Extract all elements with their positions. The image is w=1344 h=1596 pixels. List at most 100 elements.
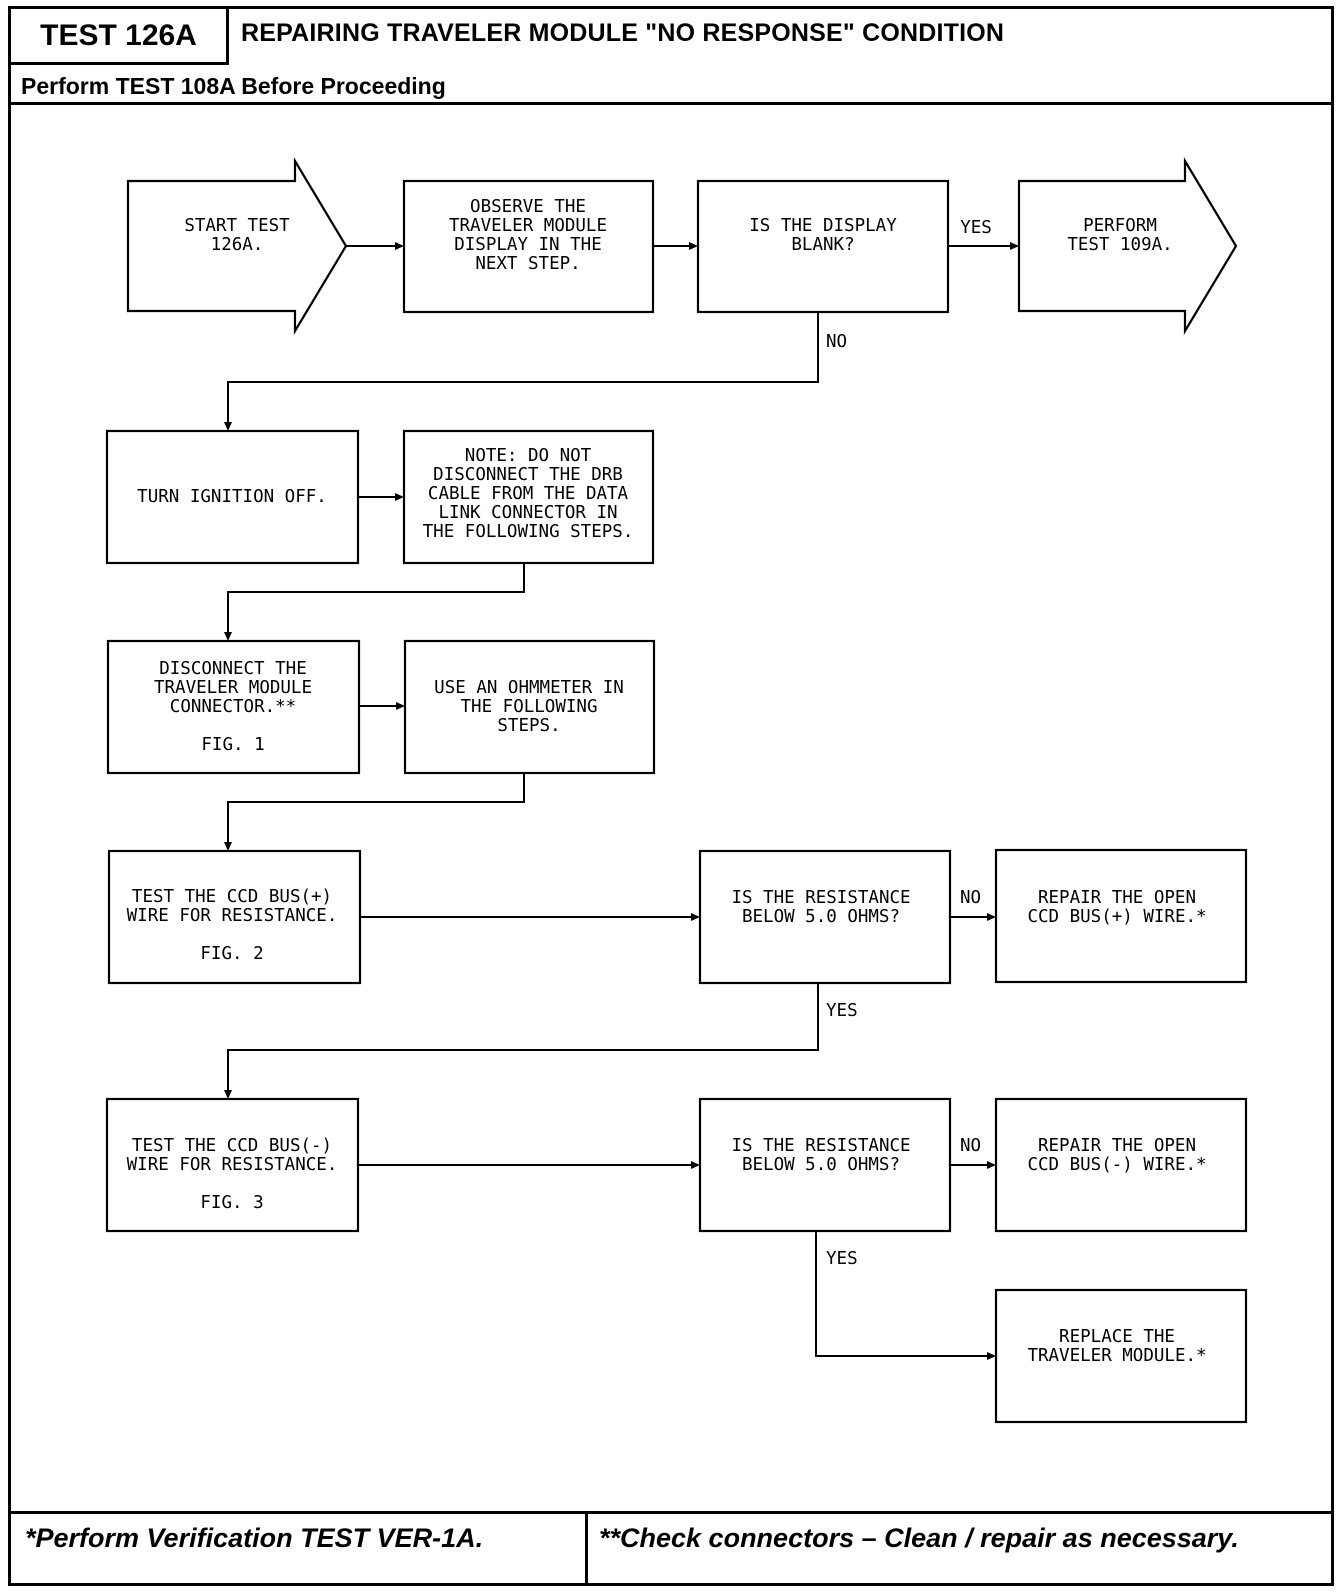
node-text-line: CABLE FROM THE DATA — [428, 484, 629, 504]
connector-ohmmeter-testplus — [227, 773, 525, 844]
footer-verification-note: *Perform Verification TEST VER-1A. — [25, 1523, 484, 1553]
node-text-line: TEST THE CCD BUS(-) — [132, 1136, 332, 1156]
connector-plus-yes — [227, 983, 819, 1092]
connectors — [224, 242, 1019, 1360]
arrowhead — [691, 913, 700, 921]
node-text-line: THE FOLLOWING STEPS. — [423, 522, 634, 542]
arrowhead — [689, 242, 698, 250]
arrowhead — [224, 422, 232, 431]
test-id-label: TEST 126A — [11, 9, 229, 65]
edge-label-yes: YES — [826, 1001, 858, 1021]
arrowhead — [395, 493, 404, 501]
edge-label-no: NO — [960, 888, 981, 908]
node-text-line: CCD BUS(-) WIRE.* — [1027, 1155, 1206, 1175]
display-blank-decision — [696, 179, 950, 314]
node-text-line: REPLACE THE — [1059, 1327, 1175, 1347]
arrowhead — [224, 632, 232, 641]
perform-109a-node — [1017, 157, 1238, 335]
node-text-line: IS THE RESISTANCE — [731, 1136, 910, 1156]
node-text-line: NEXT STEP. — [475, 254, 580, 274]
connector-blank-no — [227, 312, 819, 424]
ignition-off-node — [105, 429, 360, 565]
arrowhead — [395, 242, 404, 250]
node-text-line: BELOW 5.0 OHMS? — [742, 1155, 900, 1175]
footer-connector-note: **Check connectors – Clean / repair as n… — [599, 1523, 1239, 1553]
connector-minus-yes — [815, 1231, 989, 1357]
footer-divider — [11, 1511, 1331, 1514]
node-text-line: THE FOLLOWING — [461, 697, 598, 717]
arrowhead — [987, 1352, 996, 1360]
node-text-line: FIG. 1 — [201, 735, 264, 755]
node-text-line: STEPS. — [497, 716, 560, 736]
node-text-line: WIRE FOR RESISTANCE. — [127, 1155, 338, 1175]
resistance-plus-decision — [698, 849, 952, 985]
node-text-line: TRAVELER MODULE — [449, 216, 607, 236]
footer-column-divider — [585, 1511, 588, 1583]
node-text-line: TURN IGNITION OFF. — [137, 487, 327, 507]
node-text-line: REPAIR THE OPEN — [1038, 1136, 1196, 1156]
node-text-line: LINK CONNECTOR IN — [438, 503, 617, 523]
node-text-line: IS THE DISPLAY — [749, 216, 897, 236]
node-text-line: DISCONNECT THE — [159, 659, 307, 679]
node-text-line: TRAVELER MODULE — [154, 678, 312, 698]
ohmmeter-node — [403, 639, 656, 775]
observe-node — [402, 179, 655, 314]
node-text-line: DISPLAY IN THE — [454, 235, 602, 255]
edge-label-yes: YES — [826, 1249, 858, 1269]
node-text-line: CONNECTOR.** — [170, 697, 296, 717]
arrowhead — [987, 1161, 996, 1169]
edge-label-yes: YES — [960, 218, 992, 238]
connector-note-disconnect — [227, 563, 525, 634]
repair-ccd-minus-node — [994, 1097, 1248, 1233]
ignition-off-text: TURN IGNITION OFF. — [137, 487, 327, 507]
node-text-line: IS THE RESISTANCE — [731, 888, 910, 908]
node-text-line: BELOW 5.0 OHMS? — [742, 907, 900, 927]
repair-ccd-plus-node — [994, 848, 1248, 984]
page-frame: TEST 126A REPAIRING TRAVELER MODULE "NO … — [8, 6, 1334, 1586]
node-text-line: REPAIR THE OPEN — [1038, 888, 1196, 908]
test-ccd-minus-text: TEST THE CCD BUS(-)WIRE FOR RESISTANCE.F… — [127, 1136, 338, 1213]
node-text-line: USE AN OHMMETER IN — [434, 678, 624, 698]
node-text-line: 126A. — [211, 235, 264, 255]
arrowhead — [1010, 242, 1019, 250]
test-ccd-plus-text: TEST THE CCD BUS(+)WIRE FOR RESISTANCE. F… — [127, 887, 338, 964]
node-text-line: TEST THE CCD BUS(+) — [132, 887, 332, 907]
node-text-line: CCD BUS(+) WIRE.* — [1027, 907, 1206, 927]
node-text-line: TRAVELER MODULE.* — [1027, 1346, 1206, 1366]
arrowhead — [691, 1161, 700, 1169]
edge-label-no: NO — [826, 332, 847, 352]
node-text-line: WIRE FOR RESISTANCE. — [127, 906, 338, 926]
node-text-line: TEST 109A. — [1067, 235, 1172, 255]
test-ccd-plus-node — [107, 849, 362, 985]
node-text-line: PERFORM — [1083, 216, 1157, 236]
header-divider — [11, 102, 1331, 105]
node-text-line: BLANK? — [791, 235, 854, 255]
arrowhead — [396, 702, 405, 710]
node-text-line: DISCONNECT THE DRB — [433, 465, 623, 485]
replace-module-node — [994, 1288, 1248, 1424]
arrowhead — [224, 842, 232, 851]
node-text-line: START TEST — [184, 216, 290, 236]
node-text-line: FIG. 2 — [200, 944, 263, 964]
start-node — [126, 157, 348, 335]
page-title: REPAIRING TRAVELER MODULE "NO RESPONSE" … — [241, 19, 1005, 47]
edge-label-no: NO — [960, 1136, 981, 1156]
disconnect-node — [106, 639, 361, 775]
node-text-line: OBSERVE THE — [470, 197, 586, 217]
arrowhead — [987, 913, 996, 921]
prerequisite-note: Perform TEST 108A Before Proceeding — [21, 73, 446, 99]
node-text-line: NOTE: DO NOT — [465, 446, 592, 466]
note-node — [402, 429, 655, 565]
